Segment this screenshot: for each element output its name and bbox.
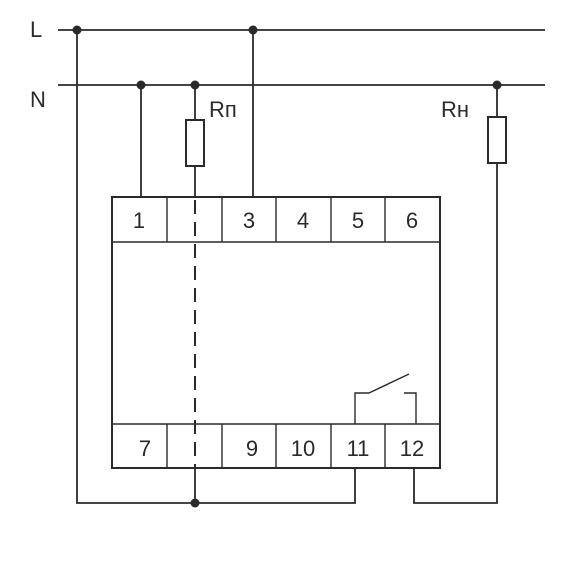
- junction-node: [190, 80, 200, 90]
- line-bus-label: L: [30, 17, 42, 42]
- control-resistor: [185, 119, 205, 167]
- junction-node: [136, 80, 146, 90]
- left-return-wire: [76, 30, 356, 504]
- terminal-4: 4: [297, 208, 309, 233]
- junction-node: [248, 25, 258, 35]
- load-resistor: [487, 116, 507, 164]
- load-return-wire: [413, 163, 498, 504]
- terminal-12: 12: [400, 436, 424, 461]
- terminal-strip-top: 1 3 4 5 6: [112, 197, 440, 243]
- terminal-1: 1: [133, 208, 145, 233]
- control-resistor-label: Rп: [209, 97, 237, 122]
- terminal-3: 3: [243, 208, 255, 233]
- terminal-5: 5: [352, 208, 364, 233]
- neutral-bus-label: N: [30, 87, 46, 112]
- terminal-strip-bottom: 7 9 10 11 12: [112, 423, 440, 468]
- junction-node: [72, 25, 82, 35]
- relay-contact: [354, 373, 417, 424]
- terminal-10: 10: [291, 436, 315, 461]
- terminal-6: 6: [406, 208, 418, 233]
- terminal-7: 7: [139, 436, 151, 461]
- junction-node: [190, 498, 200, 508]
- load-resistor-label: Rн: [441, 97, 469, 122]
- junction-node: [492, 80, 502, 90]
- terminal-11: 11: [347, 436, 370, 461]
- terminal-9: 9: [246, 436, 258, 461]
